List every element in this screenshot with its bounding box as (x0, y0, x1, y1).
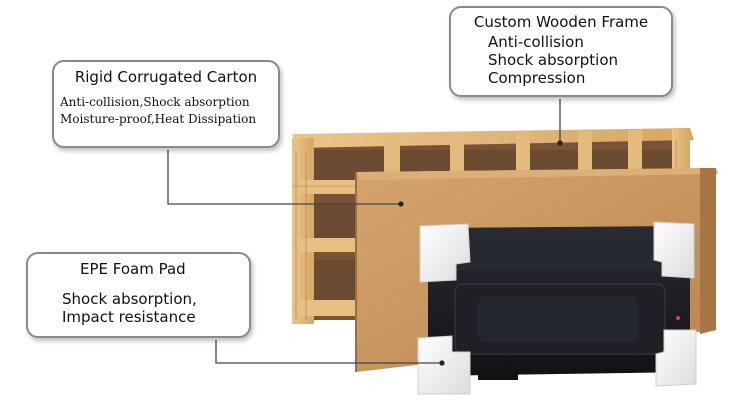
foam-feature-line: Impact resistance (62, 308, 196, 326)
frame-callout: Custom Wooden Frame Anti-collision Shock… (449, 6, 673, 97)
frame-feature-line: Shock absorption (488, 51, 619, 69)
frame-callout-title: Custom Wooden Frame (473, 13, 649, 31)
frame-feature-line: Anti-collision (488, 33, 584, 51)
carton-callout: Rigid Corrugated Carton Anti-collision,S… (52, 60, 280, 148)
foam-feature-line: Shock absorption, (62, 290, 197, 308)
foam-corner-pad-icon (417, 221, 697, 395)
leader-lines (167, 99, 563, 366)
carton-callout-title: Rigid Corrugated Carton (74, 68, 258, 86)
foam-callout: EPE Foam Pad Shock absorption, Impact re… (26, 252, 251, 338)
frame-feature-line: Compression (488, 69, 586, 87)
foam-callout-title: EPE Foam Pad (80, 260, 186, 278)
carton-feature-line: Anti-collision,Shock absorption (60, 95, 250, 109)
carton-feature-line: Moisture-proof,Heat Dissipation (60, 112, 257, 126)
tv-monitor-icon (428, 226, 690, 380)
